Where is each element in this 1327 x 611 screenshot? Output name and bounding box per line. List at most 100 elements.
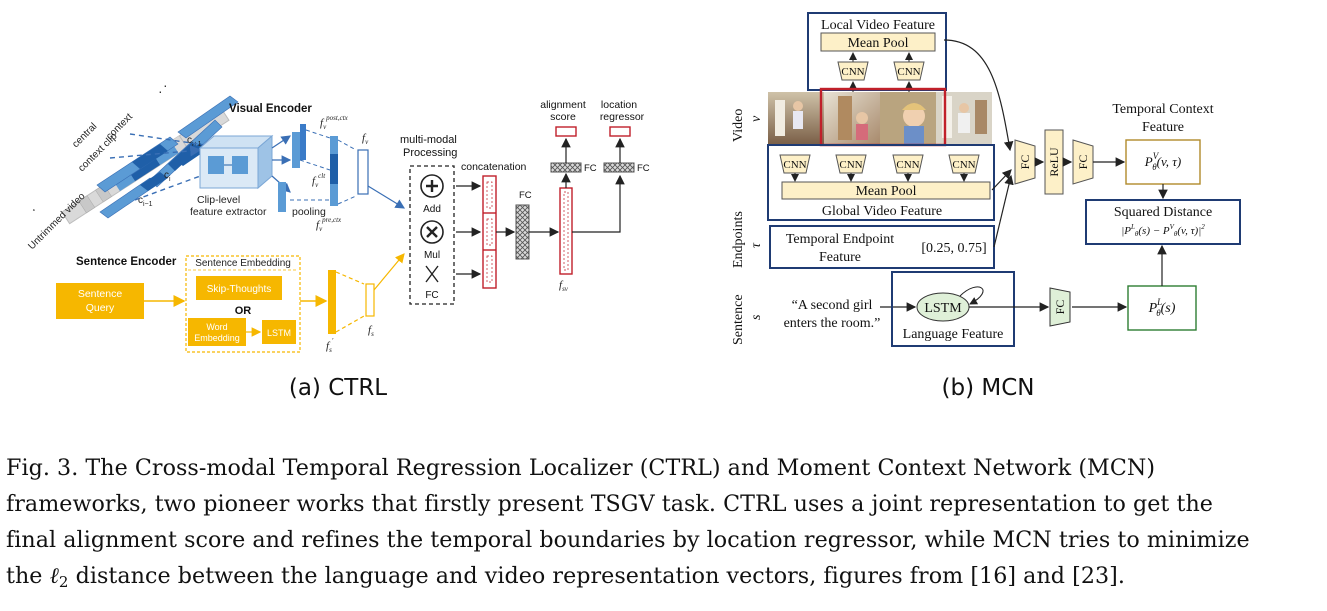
lstm-label-ctrl: LSTM [267,328,291,338]
multimodal-box [409,165,455,305]
lstm-box-ctrl [262,320,296,344]
global-video-feature-label: Global Video Feature [822,204,942,219]
visual-encoder-title: Visual Encoder [229,103,312,115]
squared-distance-formula: |PLθ(s) − PVθ(v, τ)|2 [1121,223,1205,238]
f-sv-vector [559,187,573,275]
fc-op-label: FC [425,290,438,301]
caption-line-2: frameworks, two pioneer works that first… [6,491,1213,517]
sentence-symbol: s [749,314,764,320]
language-feature-box [891,271,1015,347]
temporal-context-label-2: Feature [1142,120,1184,135]
f-clip-label: fvclt [312,172,326,189]
temporal-endpoint-label-2: Feature [819,250,861,265]
word-embedding-box [188,318,246,346]
language-fc-layer [1049,287,1071,327]
local-cnn-2-label: CNN [897,66,920,78]
concatenation-vector [482,175,497,289]
or-label: OR [235,305,252,317]
global-mean-pool-box [781,181,991,200]
clip-label-c-i-minus-1: ci−1 [138,195,153,208]
fc-icon [425,265,439,283]
caption-line-3: final alignment score and refines the te… [6,527,1250,553]
panel-ctrl: · Untrimmed video central context clip c… [25,77,650,401]
sentence-query-box [56,283,144,319]
f-sv-label: fsv [559,279,569,293]
panel-mcn: Local Video Feature Mean Pool CNN CNN Vi… [731,12,1241,401]
fc-alignment-head [550,162,582,173]
squared-distance-box [1085,199,1241,245]
language-embedding-box [1127,285,1197,331]
sentence-encoder-title: Sentence Encoder [76,256,177,268]
video-fc-2-label: FC [1076,155,1090,170]
alignment-score-label-1: alignment [540,99,586,111]
global-cnn-1-label: CNN [783,159,806,171]
video-axis-label: Video [731,109,746,142]
skip-thoughts-label: Skip-Thoughts [207,284,271,295]
video-fc-1-label: FC [1018,155,1032,170]
sentence-text-2: enters the room.” [784,316,881,331]
endpoints-symbol: τ [749,242,764,248]
visual-feature-bars [278,124,338,212]
relu-label: ReLU [1047,147,1061,177]
f-post-ctx-label: fvpost,ctx [320,114,349,131]
sentence-embedding-box [185,255,301,353]
sentence-query-label-1: Sentence [78,288,123,300]
global-mean-pool-label: Mean Pool [855,184,916,199]
pooling-label: pooling [292,206,326,218]
skip-thoughts-box [196,276,282,300]
f-v-label: fv [362,132,369,146]
local-mean-pool-label: Mean Pool [847,36,908,51]
language-feature-label: Language Feature [903,327,1004,342]
video-frames [768,92,992,144]
word-embedding-label-2: Embedding [194,333,240,343]
local-video-feature-label: Local Video Feature [821,18,935,33]
local-cnn-1 [837,61,869,81]
location-regressor-label-2: regressor [600,111,645,123]
video-fc-layer-1 [1014,139,1036,185]
sentence-embedding-label: Sentence Embedding [195,258,291,269]
caption-mcn: (b) MCN [942,375,1035,401]
global-cnn-3-label: CNN [896,159,919,171]
f-s-vector [365,283,375,317]
fc-location-head [603,162,635,173]
fc-hidden-layer [515,204,530,260]
fc-location-label: FC [637,163,650,174]
lstm-label-mcn: LSTM [924,301,962,316]
local-mean-pool-box [820,32,936,52]
global-cnn-row [779,154,980,174]
alignment-score-box [555,126,577,137]
word-embedding-label-1: Word [206,322,227,332]
language-fc-label: FC [1053,300,1067,315]
mul-label: Mul [424,250,440,261]
video-embedding-box [1125,139,1201,185]
clip-extractor-label-2: feature extractor [190,206,267,218]
caption-line-1: Fig. 3. The Cross-modal Temporal Regress… [6,455,1156,481]
svg-text:·: · [25,203,41,215]
svg-text:·: · [158,83,163,99]
f-s-prime-vector [328,270,336,334]
multimodal-label-1: multi-modal [400,134,457,146]
concatenation-label: concatenation [461,161,527,173]
f-v-vector [357,149,369,195]
caption-ctrl: (a) CTRL [289,375,387,401]
f-pre-ctx-label: fvpre,ctx [316,216,342,233]
multimodal-label-2: Processing [403,147,457,159]
location-regressor-box [609,126,631,137]
local-cnn-2 [893,61,925,81]
fc-concat-label: FC [519,190,532,201]
central-label: central [70,121,99,150]
caption-line-4: the ℓ2 distance between the language and… [6,563,1125,591]
location-regressor-label-1: location [601,99,637,111]
endpoints-axis-label: Endpoints [731,211,746,268]
fc-alignment-label: FC [584,163,597,174]
local-cnn-1-label: CNN [841,66,864,78]
clip-label-c-i: ci [164,170,171,183]
global-cnn-2-label: CNN [839,159,862,171]
f-s-prime-label: fs′ [326,337,334,354]
context-label: context [104,111,135,142]
untrimmed-video-label: Untrimmed video [26,191,88,253]
squared-distance-label: Squared Distance [1114,205,1212,220]
video-fc-layer-2 [1072,139,1094,185]
sentence-query-label-2: Query [86,302,115,314]
